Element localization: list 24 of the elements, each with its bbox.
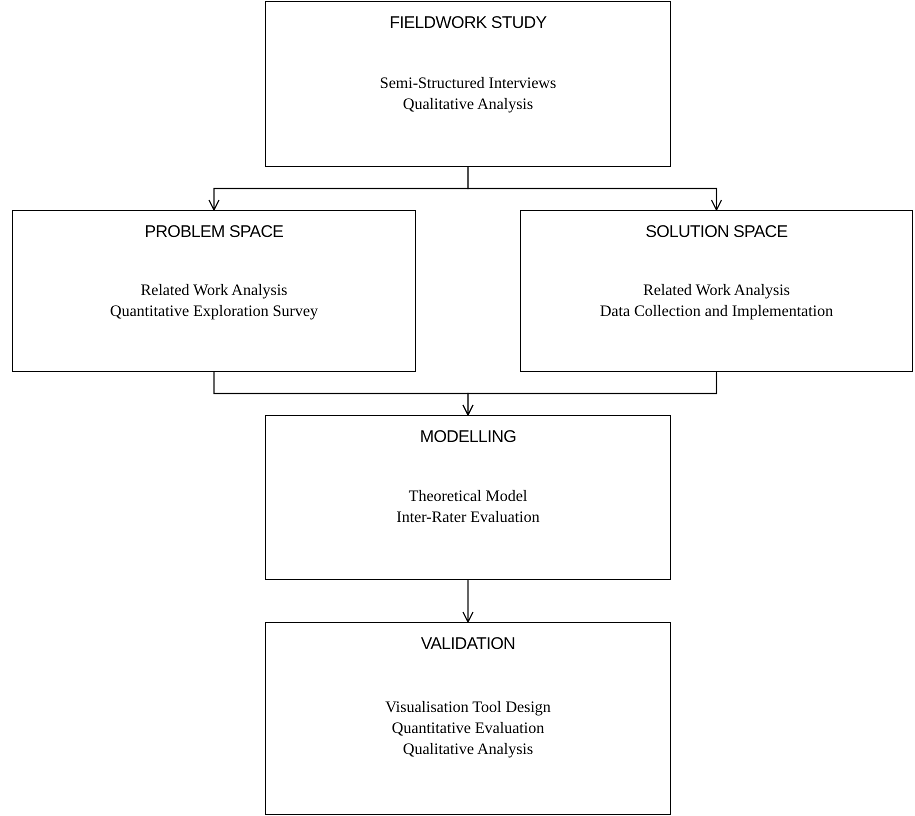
method-text: Quantitative Evaluation [392, 718, 544, 739]
box-heading: PROBLEM SPACE [144, 221, 284, 243]
box-heading: FIELDWORK STUDY [389, 12, 547, 34]
arrow [462, 580, 474, 623]
method-text: Theoretical Model [408, 487, 528, 508]
method-text: Visualisation Tool Design [385, 698, 551, 718]
box-heading: MODELLING [420, 426, 516, 448]
box-heading: VALIDATION [420, 633, 516, 655]
arrow [462, 372, 718, 416]
method-text: Qualitative Analysis [402, 740, 534, 760]
process-box [520, 210, 913, 372]
method-text: Related Work Analysis [643, 280, 790, 301]
method-text: Semi-Structured Interviews [380, 74, 556, 94]
box-heading: SOLUTION SPACE [645, 221, 788, 243]
method-text: Data Collection and Implementation [600, 302, 834, 322]
process-box [265, 622, 671, 815]
method-text: Qualitative Analysis [402, 94, 534, 115]
method-text: Quantitative Exploration Survey [110, 302, 318, 322]
process-box [265, 415, 671, 580]
process-box [265, 1, 671, 167]
method-text: Inter-Rater Evaluation [396, 508, 540, 528]
method-text: Related Work Analysis [140, 280, 288, 301]
process-box [12, 210, 416, 372]
arrow [467, 167, 722, 211]
